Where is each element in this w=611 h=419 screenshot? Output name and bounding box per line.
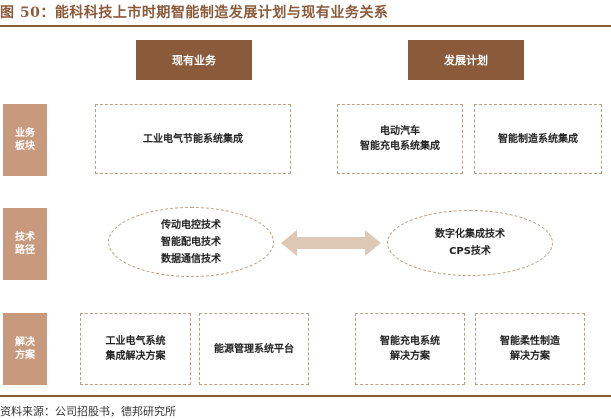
header-current-business: 现有业务 bbox=[136, 40, 252, 80]
bottom-rule bbox=[0, 395, 611, 397]
solution-smart-charging-box: 智能充电系统解决方案 bbox=[355, 313, 465, 385]
solution-flexible-manufacturing-box: 智能柔性制造解决方案 bbox=[475, 313, 585, 385]
technology-current-oval: 传动电控技术智能配电技术数据通信技术 bbox=[108, 207, 274, 277]
title-rule bbox=[0, 25, 611, 27]
business-plan-mfg-box: 智能制造系统集成 bbox=[474, 104, 602, 174]
row-label-solutions: 解决方案 bbox=[3, 313, 47, 385]
header-development-plan: 发展计划 bbox=[408, 40, 524, 80]
row-label-business: 业务板块 bbox=[3, 104, 47, 176]
solution-energy-management-box: 能源管理系统平台 bbox=[199, 313, 309, 385]
solution-industrial-electric-box: 工业电气系统集成解决方案 bbox=[80, 313, 191, 385]
figure-title: 图 50：能科科技上市时期智能制造发展计划与现有业务关系 bbox=[0, 5, 389, 21]
row-label-technology: 技术路径 bbox=[3, 208, 47, 280]
source-note: 资料来源：公司招股书，德邦研究所 bbox=[0, 405, 176, 418]
business-plan-ev-box: 电动汽车智能充电系统集成 bbox=[337, 104, 463, 174]
business-current-box: 工业电气节能系统集成 bbox=[95, 104, 291, 174]
double-arrow-icon bbox=[281, 230, 381, 256]
